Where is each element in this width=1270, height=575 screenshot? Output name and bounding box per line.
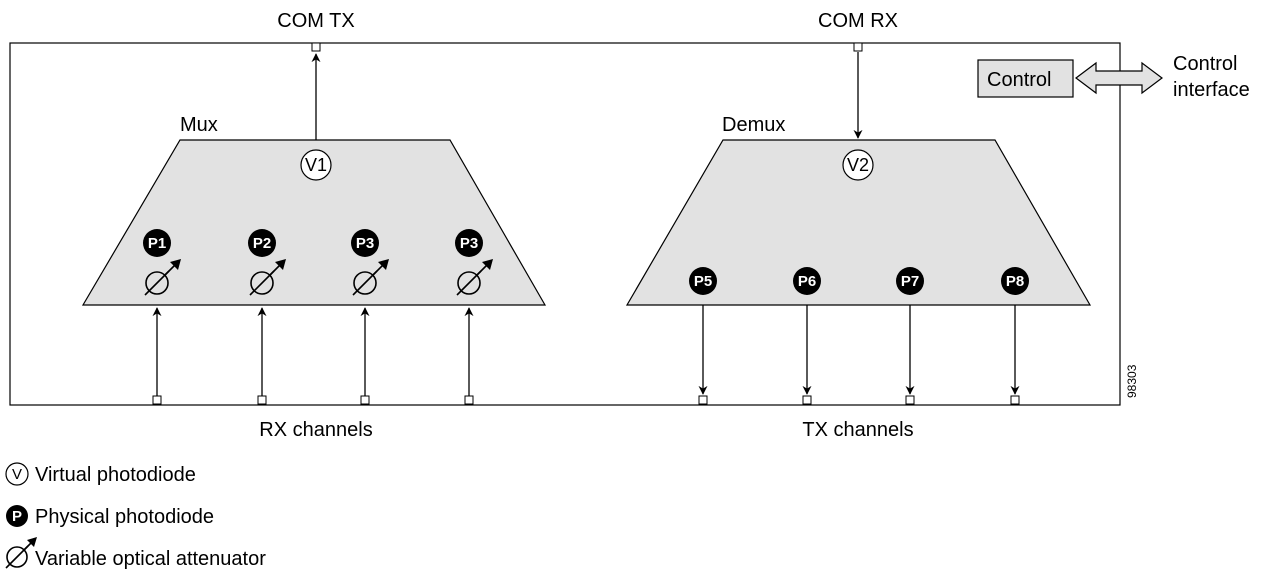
legend-physical-label: Physical photodiode [35, 506, 214, 528]
legend-attenuator-icon [5, 537, 37, 569]
control-interface-double-arrow [1075, 61, 1163, 95]
mux-port-label: P3 [460, 235, 478, 252]
physical-photodiode-icon [793, 267, 821, 295]
attenuator-icon [352, 259, 389, 296]
physical-photodiode-icon [351, 229, 379, 257]
com-tx-label: COM TX [277, 10, 354, 32]
attenuator-icon [456, 259, 493, 296]
mux-port-label: P3 [356, 235, 374, 252]
legend: V Virtual photodiode P Physical photodio… [5, 462, 266, 570]
control-box-label: Control [987, 69, 1051, 91]
com-rx-label: COM RX [818, 10, 898, 32]
legend-physical-symbol: P [12, 508, 22, 525]
rx-channel-port [464, 395, 474, 405]
tx-channel-port [802, 395, 812, 405]
rx-channel-port [360, 395, 370, 405]
control-interface-label-line1: Control [1173, 53, 1237, 75]
v1-label: V1 [305, 155, 327, 175]
module-enclosure [9, 42, 1121, 406]
demux-block [625, 139, 1092, 306]
mux-port-label: P1 [148, 235, 166, 252]
mux-block [81, 139, 547, 306]
tx-channel-port [1010, 395, 1020, 405]
tx-channels-label: TX channels [802, 419, 913, 441]
physical-photodiode-icon [1001, 267, 1029, 295]
com-tx-port [311, 42, 321, 52]
control-interface-label-line2: interface [1173, 79, 1250, 101]
demux-port-label: P6 [798, 273, 816, 290]
attenuator-icon [249, 259, 286, 296]
rx-channel-port [152, 395, 162, 405]
legend-virtual-label: Virtual photodiode [35, 464, 196, 486]
physical-photodiode-icon [143, 229, 171, 257]
physical-photodiode-icon [896, 267, 924, 295]
legend-physical-icon [6, 505, 28, 527]
mux-label: Mux [180, 114, 218, 136]
demux-port-label: P8 [1006, 273, 1024, 290]
physical-photodiode-icon [248, 229, 276, 257]
physical-photodiode-icon [455, 229, 483, 257]
demux-port-label: P7 [901, 273, 919, 290]
tx-channel-port [698, 395, 708, 405]
rx-channel-port [257, 395, 267, 405]
demux-port-label: P5 [694, 273, 712, 290]
mux-port-label: P2 [253, 235, 271, 252]
virtual-photodiode-icon [300, 149, 332, 181]
control-box [977, 59, 1074, 98]
figure-number: 98303 [1125, 364, 1139, 398]
v2-label: V2 [847, 155, 869, 175]
legend-virtual-symbol: V [12, 466, 22, 483]
tx-channel-port [905, 395, 915, 405]
rx-channels-label: RX channels [259, 419, 372, 441]
attenuator-icon [144, 259, 181, 296]
com-rx-port [853, 42, 863, 52]
virtual-photodiode-icon [842, 149, 874, 181]
legend-attenuator-label: Variable optical attenuator [35, 548, 266, 570]
legend-virtual-icon [5, 462, 29, 486]
demux-label: Demux [722, 114, 785, 136]
physical-photodiode-icon [689, 267, 717, 295]
